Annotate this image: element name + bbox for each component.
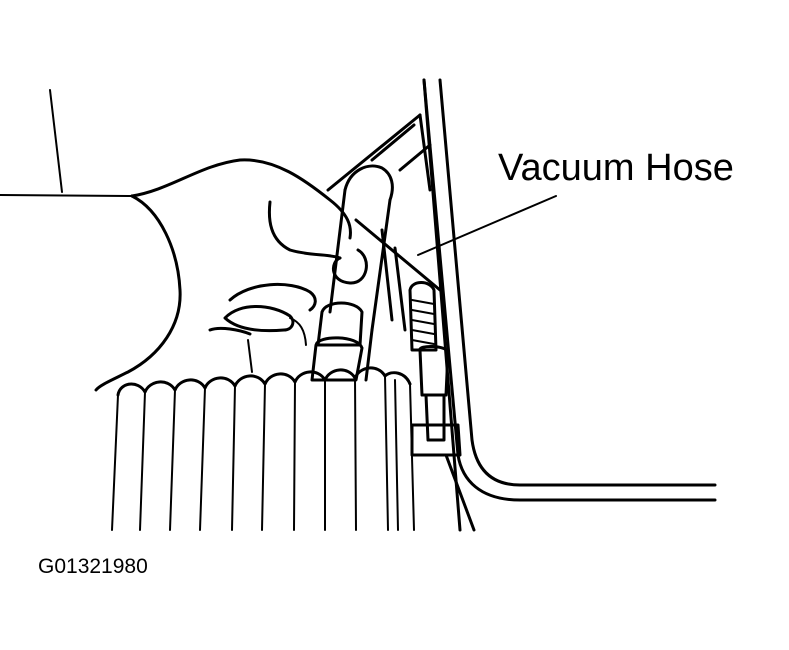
left-panel-edge bbox=[0, 89, 133, 197]
hand bbox=[94, 158, 368, 392]
vacuum-hose-label: Vacuum Hose bbox=[498, 147, 734, 189]
right-panel bbox=[422, 78, 717, 532]
vacuum-hose bbox=[310, 113, 442, 382]
figure-id: G01321980 bbox=[38, 555, 148, 578]
corrugated-air-duct bbox=[111, 366, 415, 531]
callout-leader-line bbox=[417, 195, 557, 256]
